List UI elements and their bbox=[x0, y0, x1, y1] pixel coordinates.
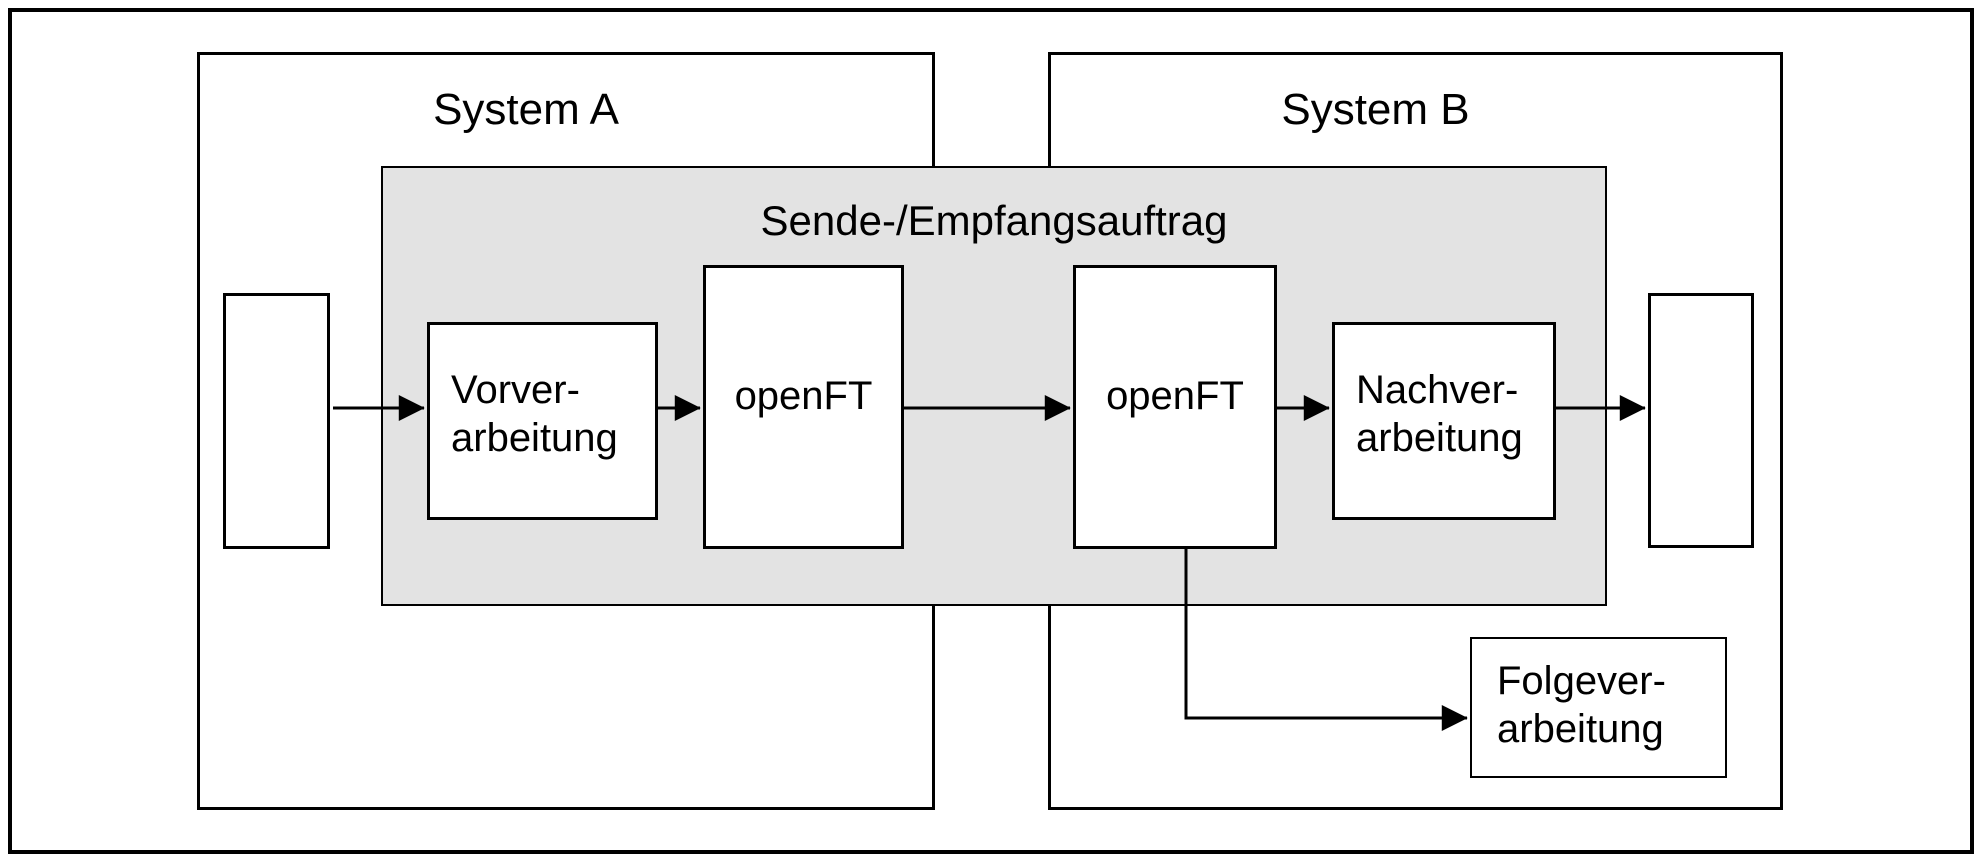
followup-processing-label: Folgever- arbeitung bbox=[1497, 657, 1666, 753]
preprocessing-label-line1: Vorver- bbox=[451, 368, 580, 412]
system-a-label: System A bbox=[433, 85, 619, 134]
send-receive-request-label: Sende-/Empfangsauftrag bbox=[760, 197, 1228, 244]
preprocessing-label-line2: arbeitung bbox=[451, 416, 618, 460]
postprocessing-label-line1: Nachver- bbox=[1356, 368, 1519, 412]
preprocessing-box bbox=[427, 322, 658, 520]
postprocessing-box bbox=[1332, 322, 1556, 520]
postprocessing-label: Nachver- arbeitung bbox=[1356, 366, 1523, 462]
outer-frame bbox=[8, 8, 1974, 854]
openft-box-receiver bbox=[1073, 265, 1277, 549]
arrow-openft-to-followup bbox=[1184, 548, 1468, 731]
preprocessing-label: Vorver- arbeitung bbox=[451, 366, 618, 462]
system-b-label: System B bbox=[1281, 85, 1470, 134]
postprocessing-label-line2: arbeitung bbox=[1356, 416, 1523, 460]
followup-processing-box bbox=[1470, 637, 1727, 778]
followup-label-line2: arbeitung bbox=[1497, 707, 1664, 751]
openft-sender-label: openFT bbox=[734, 374, 873, 418]
openft-receiver-label: openFT bbox=[1106, 374, 1244, 418]
file-box-left bbox=[223, 293, 330, 549]
followup-label-line1: Folgever- bbox=[1497, 659, 1666, 703]
file-box-right bbox=[1648, 293, 1754, 548]
openft-box-sender bbox=[703, 265, 904, 549]
